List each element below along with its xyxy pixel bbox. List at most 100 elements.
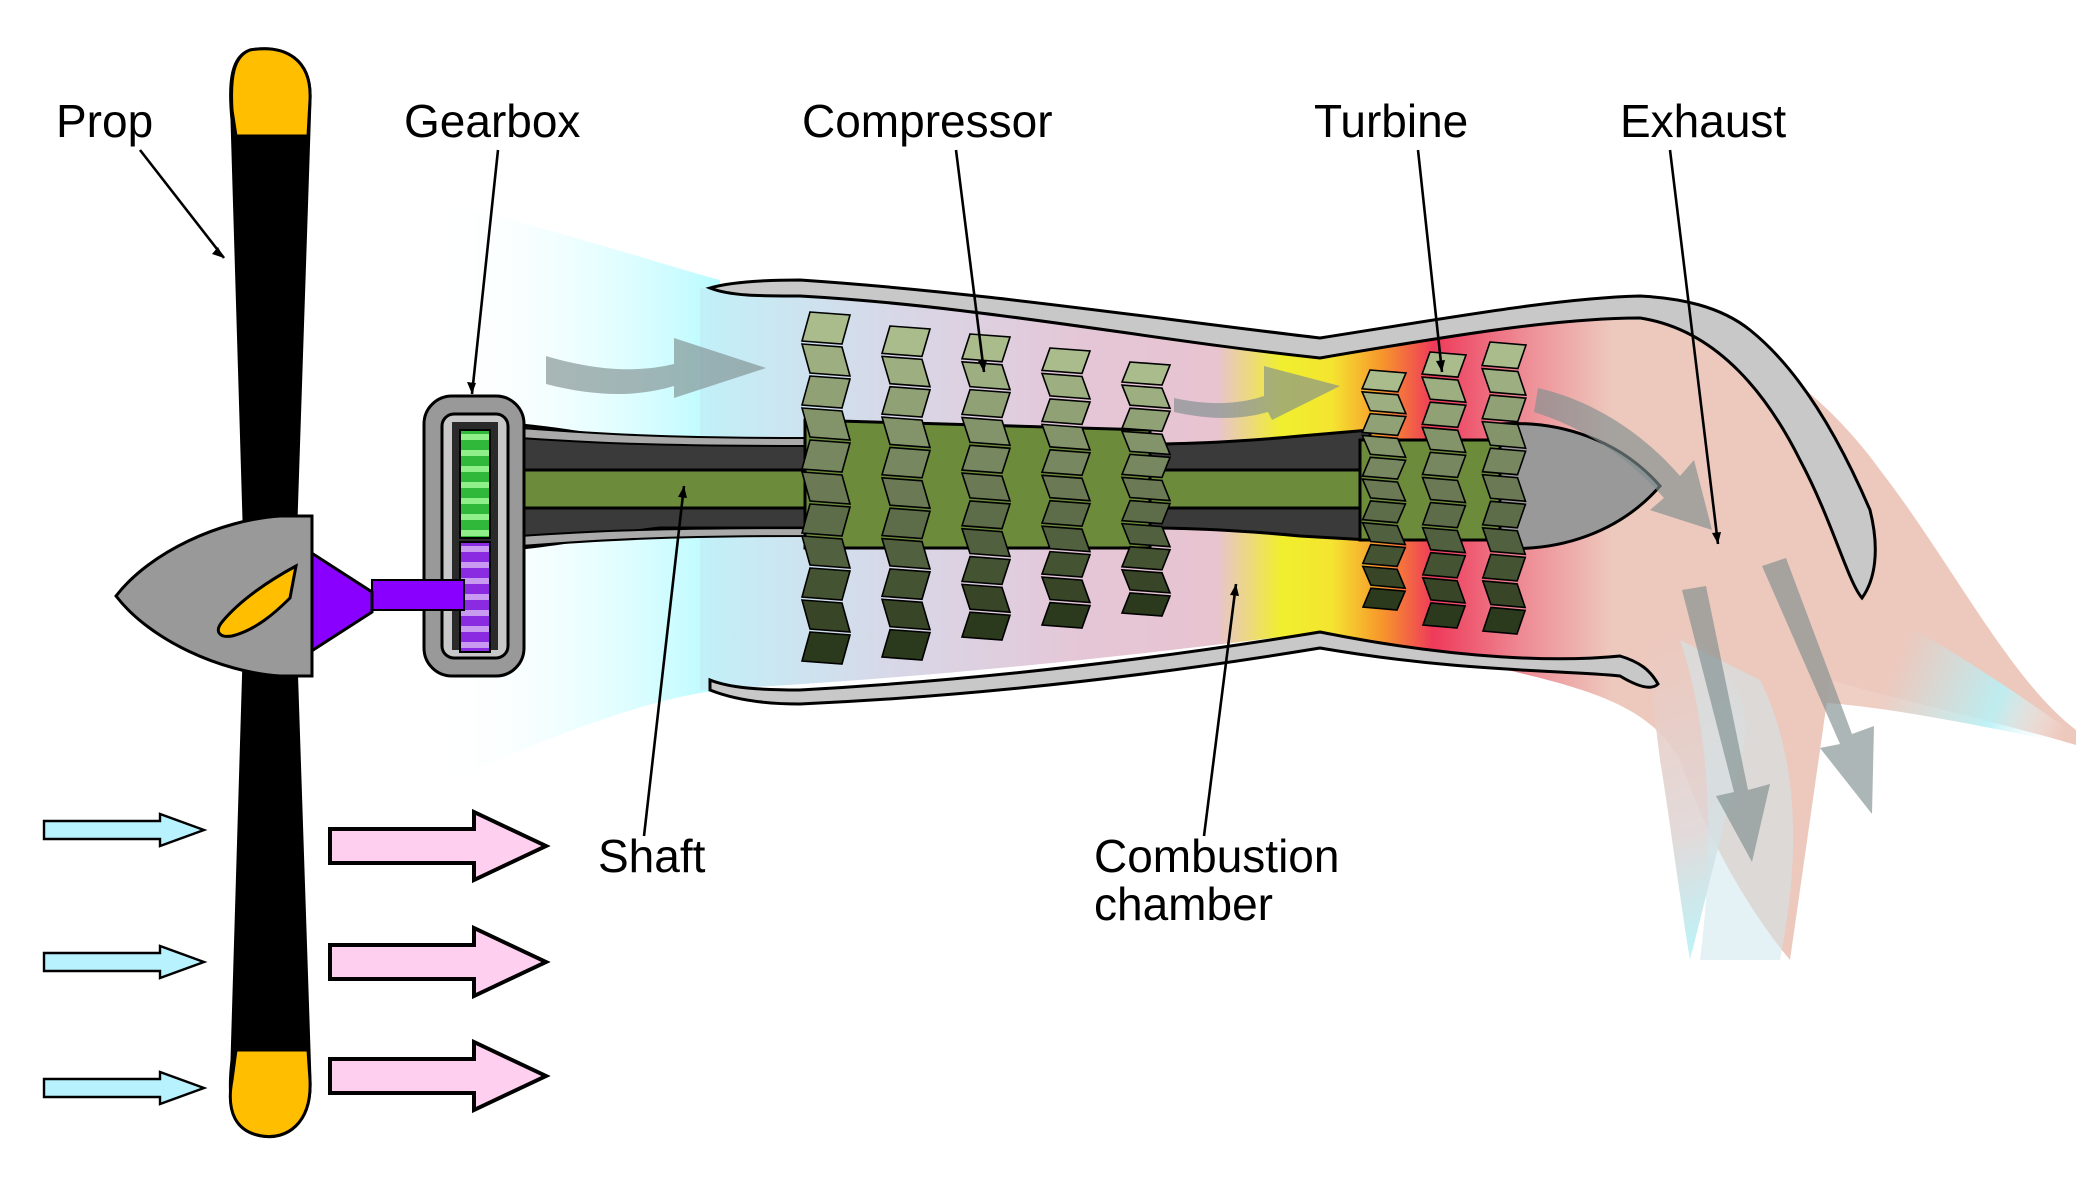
label-chamber: chamber [1094,878,1273,930]
blade-segment [1120,545,1172,571]
blade-segment [880,325,932,358]
label-turbine: Turbine [1314,95,1468,147]
gearbox-icon [371,394,526,678]
leader-lines [138,149,1721,837]
label-shaft: Shaft [598,830,706,882]
blade-segment [1120,430,1172,456]
blade-segment [1361,434,1407,459]
blade-segment [880,568,932,601]
blade-segment [960,555,1012,586]
blade-segment [880,385,932,418]
blade-segment [1040,499,1092,528]
blade-segment [1481,394,1527,423]
label-combustion: Combustion [1094,830,1339,882]
blade-segment [880,537,932,570]
blade-segment [1421,526,1467,554]
blade-column [1360,369,1408,611]
blade-segment [1120,592,1172,617]
intake-arrow [42,1070,208,1106]
blade-segment [1360,369,1408,393]
spinner-icon [114,514,314,678]
blade-segment [1120,453,1172,479]
blade-segment [800,471,852,505]
blade-segment [800,503,852,537]
compressor-blades-icon [800,311,1172,665]
blade-column [1480,341,1528,635]
intake-arrows [42,812,208,1106]
blade-segment [1421,576,1467,604]
intake-arrow [42,944,208,980]
blade-segment [1361,587,1407,611]
blade-segment [1481,341,1528,370]
blade-segment [1361,478,1407,502]
blade-segment [1421,476,1467,504]
blade-segment [1421,451,1467,479]
blade-segment [800,343,852,377]
blade-segment [1120,499,1172,525]
label-prop: Prop [56,95,153,147]
blade-segment [800,631,852,665]
blade-column [1120,361,1172,617]
blade-segment [1040,372,1092,400]
blade-segment [1420,351,1468,378]
blade-segment [1480,367,1527,396]
blade-column [960,333,1012,641]
blade-segment [1120,522,1172,548]
blade-segment [960,583,1012,614]
blade-segment [800,407,852,441]
blade-segment [960,527,1012,558]
blade-column [800,311,852,665]
blade-segment [1361,565,1407,590]
blade-segment [1361,543,1407,568]
blade-segment [1120,476,1172,502]
blade-segment [1361,412,1407,437]
blade-segment [1120,384,1172,410]
blade-segment [1120,407,1172,433]
blade-segment [1421,501,1467,529]
blade-segment [1421,401,1467,429]
blade-segment [800,599,852,633]
blade-segment [960,360,1012,391]
blade-segment [1040,423,1092,451]
blade-segment [1361,521,1407,546]
blade-segment [960,416,1012,447]
blade-segment [1040,601,1092,629]
blade-segment [1481,420,1527,450]
label-exhaust: Exhaust [1620,95,1786,147]
blade-segment [880,628,932,661]
blade-segment [1481,500,1527,529]
labels: Prop Gearbox Compressor Turbine Exhaust … [56,95,1786,930]
blade-segment [1040,448,1092,477]
intake-arrow [42,812,208,848]
blade-segment [1040,576,1092,604]
blade-column [1420,351,1468,629]
blade-segment [880,416,932,449]
blade-column [1040,347,1092,629]
blade-segment [1481,580,1527,609]
blade-segment [1421,602,1467,629]
blade-segment [960,472,1012,502]
blade-segment [1040,398,1092,426]
blade-segment [1040,474,1092,502]
blade-segment [1481,553,1527,582]
blade-segment [800,439,852,473]
blade-segment [880,476,932,510]
blade-segment [880,507,932,540]
blade-segment [1040,525,1092,553]
blade-segment [1120,361,1172,386]
blade-segment [1481,526,1527,556]
blade-segment [1360,390,1408,415]
blade-segment [1120,568,1172,594]
blade-segment [1420,376,1467,404]
blade-segment [880,446,932,479]
thrust-arrows [328,808,551,1114]
blade-segment [960,611,1012,641]
blade-segment [800,375,852,409]
blade-segment [960,333,1012,363]
blade-segment [1361,456,1407,480]
blade-segment [960,444,1012,474]
blade-segment [800,311,852,345]
blade-segment [1481,606,1527,635]
thrust-arrow [328,1038,551,1114]
